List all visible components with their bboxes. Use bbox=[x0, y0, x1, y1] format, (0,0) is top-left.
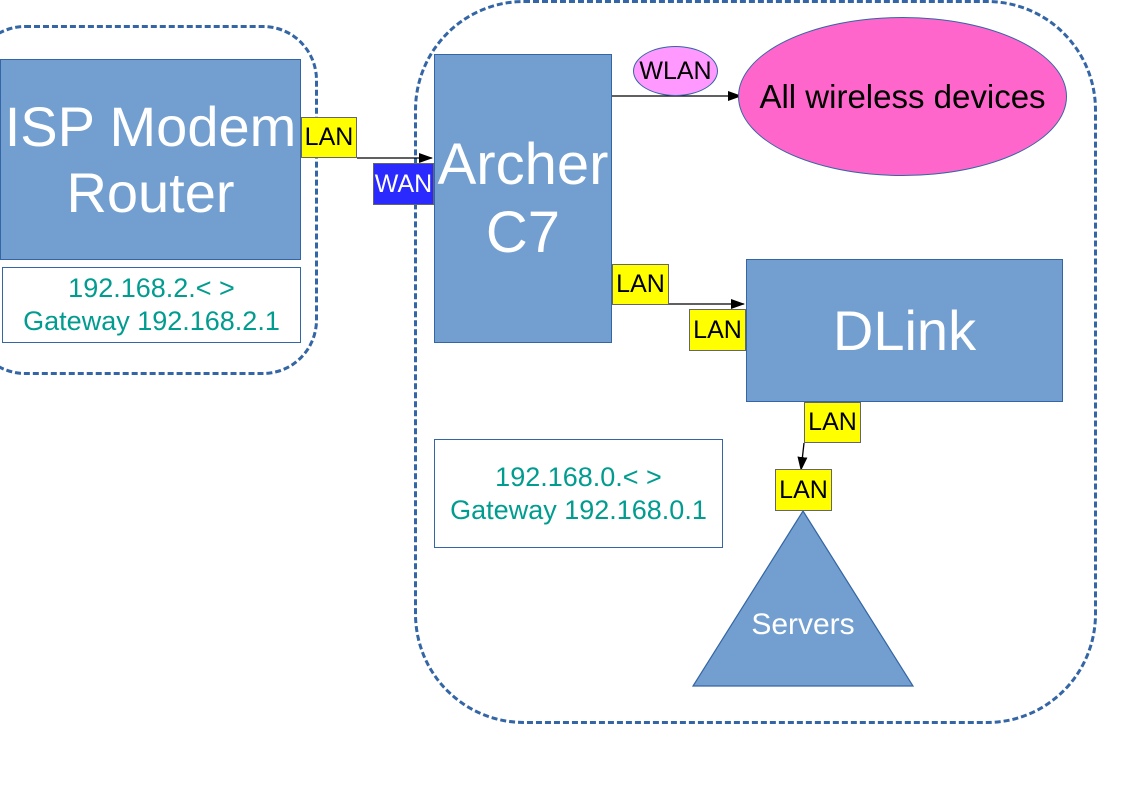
isp-subnet-range: 192.168.2.< > bbox=[68, 273, 235, 303]
archer-c7-router: Archer C7 bbox=[434, 54, 612, 343]
home-subnet-gateway: Gateway 192.168.0.1 bbox=[450, 494, 707, 525]
home-subnet-note: 192.168.0.< > Gateway 192.168.0.1 bbox=[434, 439, 723, 548]
home-subnet-range: 192.168.0.< > bbox=[495, 461, 662, 492]
isp-lan-port: LAN bbox=[301, 117, 357, 158]
isp-subnet-note: 192.168.2.< > Gateway 192.168.2.1 bbox=[2, 267, 301, 343]
servers-triangle bbox=[691, 509, 915, 687]
isp-router-label-line1: ISP Modem bbox=[4, 94, 297, 158]
isp-subnet-gateway: Gateway 192.168.2.1 bbox=[23, 306, 280, 336]
archer-label-line1: Archer bbox=[437, 131, 609, 197]
isp-router-label-line2: Router bbox=[66, 160, 235, 224]
dlink-to-servers-link bbox=[797, 442, 808, 471]
archer-lan-port: LAN bbox=[612, 264, 669, 305]
isp-network-group bbox=[0, 25, 318, 375]
dlink-switch: DLink bbox=[746, 259, 1063, 402]
wireless-devices-cloud: All wireless devices bbox=[738, 17, 1067, 176]
dlink-lan-out-port: LAN bbox=[804, 402, 861, 443]
isp-modem-router: ISP Modem Router bbox=[0, 59, 301, 260]
archer-wlan-port: WLAN bbox=[633, 46, 718, 96]
dlink-lan-in-port: LAN bbox=[689, 309, 746, 351]
servers-lan-port: LAN bbox=[775, 469, 832, 511]
wireless-devices-label: All wireless devices bbox=[759, 77, 1046, 115]
archer-wan-port: WAN bbox=[373, 163, 434, 205]
archer-label-line2: C7 bbox=[485, 199, 561, 265]
archer-wlan-label: WLAN bbox=[639, 56, 712, 85]
home-network-group bbox=[414, 0, 1097, 724]
dlink-label: DLink bbox=[832, 299, 977, 362]
servers-label: Servers bbox=[751, 608, 855, 641]
